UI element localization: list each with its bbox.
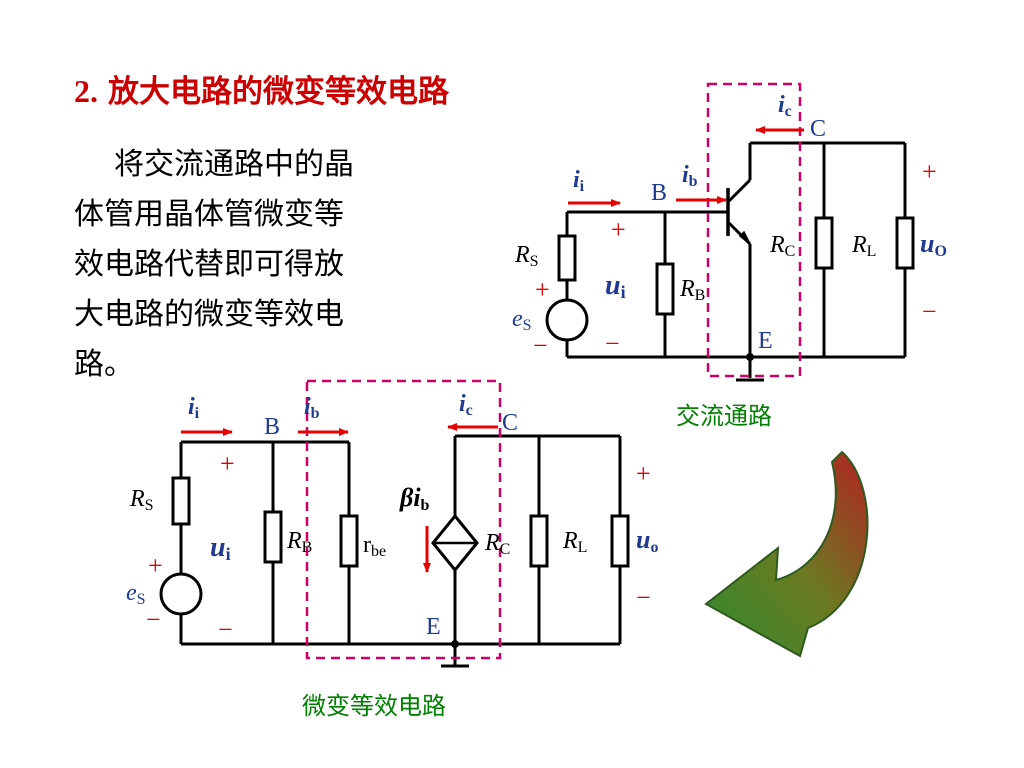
ac-es-minus: − <box>533 331 548 360</box>
eq-uo-minus: − <box>636 583 651 612</box>
ac-node-b: B <box>651 180 667 206</box>
ac-transistor <box>726 178 752 246</box>
eq-rs-resistor <box>171 476 191 526</box>
description-paragraph: 将交流通路中的晶 体管用晶体管微变等 效电路代替即可得放 大电路的微变等效电 路… <box>74 140 446 390</box>
ac-label-rl: RL <box>851 232 876 260</box>
ac-label-uo: uO <box>920 229 947 260</box>
ac-circuit <box>545 141 915 382</box>
ac-es-plus: + <box>535 275 550 304</box>
ac-uo-plus: + <box>922 157 937 186</box>
eq-rb-resistor <box>263 510 283 564</box>
ac-rc-resistor <box>814 216 834 270</box>
ac-uo-minus: − <box>922 297 937 326</box>
title-number: 2. <box>74 73 98 109</box>
page-title: 2. 放大电路的微变等效电路 <box>74 66 449 111</box>
paragraph-line: 大电路的微变等效电 <box>74 297 344 332</box>
eq-es-source <box>159 572 203 616</box>
eq-es-plus: + <box>148 551 163 580</box>
ac-label-ic: ic <box>778 92 792 120</box>
eq-label-rbe: rbe <box>363 532 386 560</box>
eq-uo-plus: + <box>636 459 651 488</box>
eq-label-es: eS <box>126 580 146 608</box>
ac-circuit-caption: 交流通路 <box>676 402 772 430</box>
eq-label-rs: RS <box>129 486 154 514</box>
paragraph-line: 将交流通路中的晶 <box>114 147 354 182</box>
paragraph-line: 路。 <box>74 347 134 382</box>
eq-node-e: E <box>426 614 441 640</box>
ac-label-ii: ii <box>573 167 585 195</box>
eq-emitter-node <box>451 640 459 648</box>
transition-arrow-icon <box>704 450 869 658</box>
ac-label-rs: RS <box>514 242 539 270</box>
ac-rb-resistor <box>655 262 675 316</box>
ac-node-e: E <box>758 328 773 354</box>
ac-rl-resistor <box>895 216 915 270</box>
ac-label-es: eS <box>512 306 532 334</box>
eq-label-source: βib <box>399 483 430 514</box>
paragraph-line: 效电路代替即可得放 <box>74 247 344 282</box>
ac-emitter-node <box>746 353 754 361</box>
ac-transistor-dashed-box <box>706 82 802 378</box>
eq-node-c: C <box>502 410 518 436</box>
eq-es-minus: − <box>146 605 161 634</box>
eq-label-rl: RL <box>562 528 587 556</box>
eq-rbe-resistor <box>339 514 359 568</box>
eq-label-rb: RB <box>286 528 312 556</box>
eq-ui-plus: + <box>220 449 235 478</box>
ac-label-ib: ib <box>682 162 698 190</box>
eq-label-uo: uo <box>636 525 658 556</box>
ac-ui-plus: + <box>611 215 626 244</box>
ac-node-c: C <box>810 116 826 142</box>
ac-ui-minus: − <box>605 329 620 358</box>
equiv-circuit <box>159 434 630 668</box>
ac-rs-resistor <box>557 234 577 282</box>
eq-label-ib: ib <box>304 394 320 422</box>
ac-label-rb: RB <box>679 276 705 304</box>
title-text: 放大电路的微变等效电路 <box>108 74 449 110</box>
eq-rc-resistor <box>529 514 549 568</box>
eq-rl-resistor <box>610 514 630 568</box>
ac-label-ui: ui <box>605 270 626 302</box>
eq-label-ii: ii <box>188 394 200 422</box>
equiv-circuit-caption: 微变等效电路 <box>302 692 446 720</box>
eq-label-rc: RC <box>484 530 510 558</box>
eq-ui-minus: − <box>218 615 233 644</box>
paragraph-line: 体管用晶体管微变等 <box>74 197 344 232</box>
ac-es-source <box>545 298 589 342</box>
ac-label-rc: RC <box>769 232 795 260</box>
eq-node-b: B <box>264 414 280 440</box>
eq-label-ui: ui <box>210 532 231 564</box>
eq-label-ic: ic <box>459 391 473 419</box>
eq-model-dashed-box <box>305 379 502 660</box>
